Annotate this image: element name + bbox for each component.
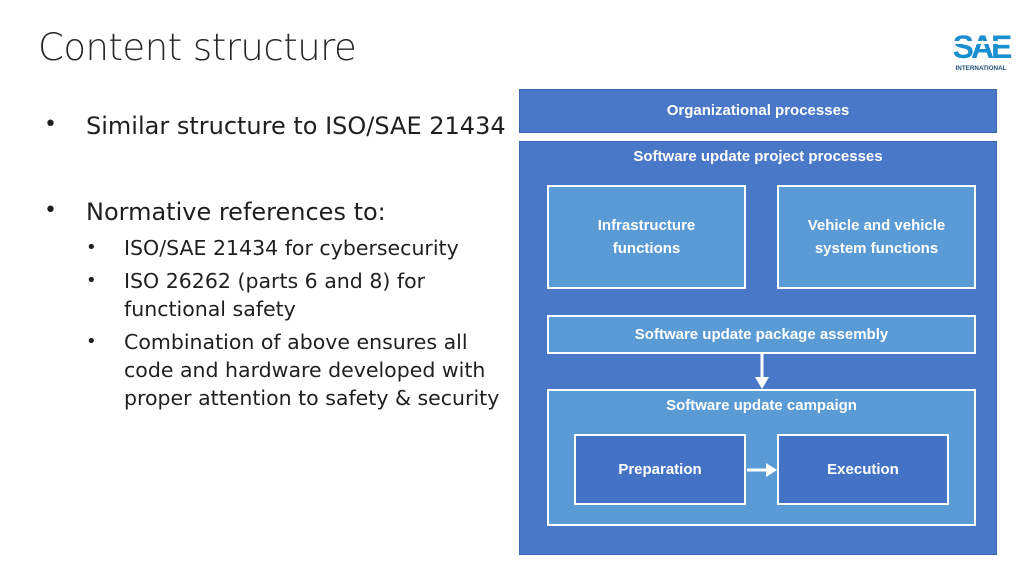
vehicle-system-functions-box: Vehicle and vehicle system functions	[777, 185, 976, 289]
sub-bullet-text: Combination of above ensures all code an…	[124, 330, 500, 410]
execution-label: Execution	[827, 461, 899, 478]
bullet-marker: •	[44, 198, 57, 223]
infrastructure-functions-box: Infrastructure functions	[547, 185, 746, 289]
sub-bullet-marker: •	[86, 237, 97, 258]
sae-international-logo: SAE INTERNATIONAL	[950, 29, 1014, 72]
down-arrow-icon	[755, 354, 769, 389]
logo-text: SAE	[953, 29, 1012, 65]
infrastructure-functions-label: Infrastructure functions	[597, 217, 696, 257]
sub-bullet-marker: •	[86, 331, 97, 352]
sub-bullet-text: ISO/SAE 21434 for cybersecurity	[124, 236, 459, 260]
logo-subtext: INTERNATIONAL	[956, 65, 1007, 72]
package-assembly-label: Software update package assembly	[634, 326, 889, 343]
slide-title: Content structure	[38, 26, 357, 69]
preparation-box: Preparation	[574, 434, 746, 505]
sub-bullet-marker: •	[86, 270, 97, 291]
execution-box: Execution	[777, 434, 949, 505]
organizational-processes-box: Organizational processes	[519, 89, 997, 133]
preparation-label: Preparation	[618, 461, 702, 478]
right-arrow-icon	[747, 463, 777, 477]
bullet-text-normative: Normative references to:	[86, 198, 386, 226]
sub-bullet-text: ISO 26262 (parts 6 and 8) for functional…	[124, 269, 426, 321]
package-assembly-box: Software update package assembly	[547, 315, 976, 354]
bullet-text-structure: Similar structure to ISO/SAE 21434	[86, 112, 506, 140]
bullet-marker: •	[44, 112, 57, 137]
project-processes-label: Software update project processes	[633, 148, 883, 165]
vehicle-system-functions-label: Vehicle and vehicle system functions	[807, 217, 946, 257]
campaign-label: Software update campaign	[666, 397, 857, 414]
